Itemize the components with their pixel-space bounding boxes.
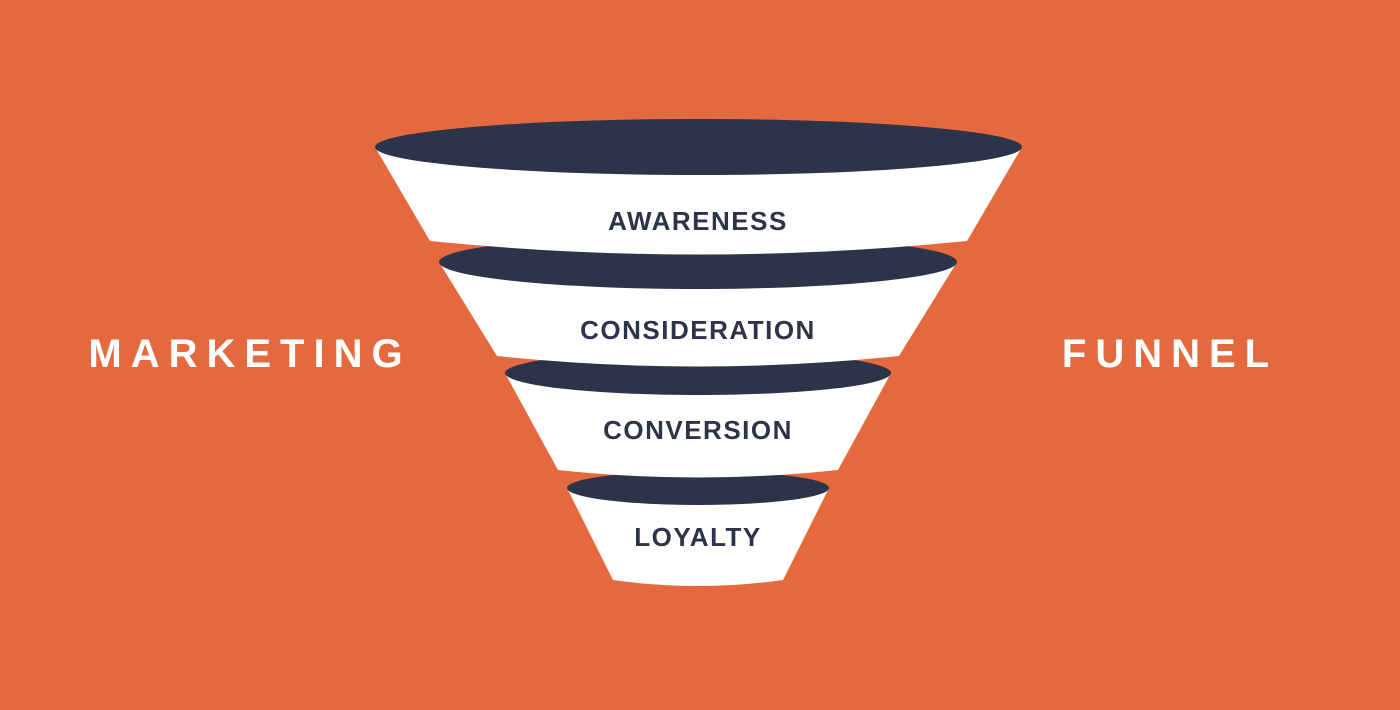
funnel-stage-loyalty-label: LOYALTY — [634, 522, 762, 552]
funnel-stage-consideration-label: CONSIDERATION — [580, 315, 816, 345]
funnel-stage-consideration-body — [439, 262, 957, 367]
funnel-stage-conversion-label: CONVERSION — [603, 415, 793, 445]
title-marketing: MARKETING — [88, 332, 411, 376]
funnel-stage-consideration: CONSIDERATION — [439, 235, 957, 367]
funnel-stage-awareness: AWARENESS — [375, 119, 1022, 255]
funnel-stage-awareness-body — [375, 147, 1022, 255]
funnel-stage-conversion: CONVERSION — [505, 351, 891, 478]
funnel-stage-loyalty-opening-ellipse — [567, 471, 829, 505]
funnel-stage-conversion-body — [505, 373, 891, 478]
funnel-stage-awareness-label: AWARENESS — [608, 206, 788, 236]
title-funnel: FUNNEL — [1062, 332, 1278, 376]
funnel-stage-awareness-opening-ellipse — [375, 119, 1022, 175]
funnel-stage-loyalty-body — [567, 488, 829, 586]
funnel-stage-loyalty: LOYALTY — [567, 471, 829, 586]
